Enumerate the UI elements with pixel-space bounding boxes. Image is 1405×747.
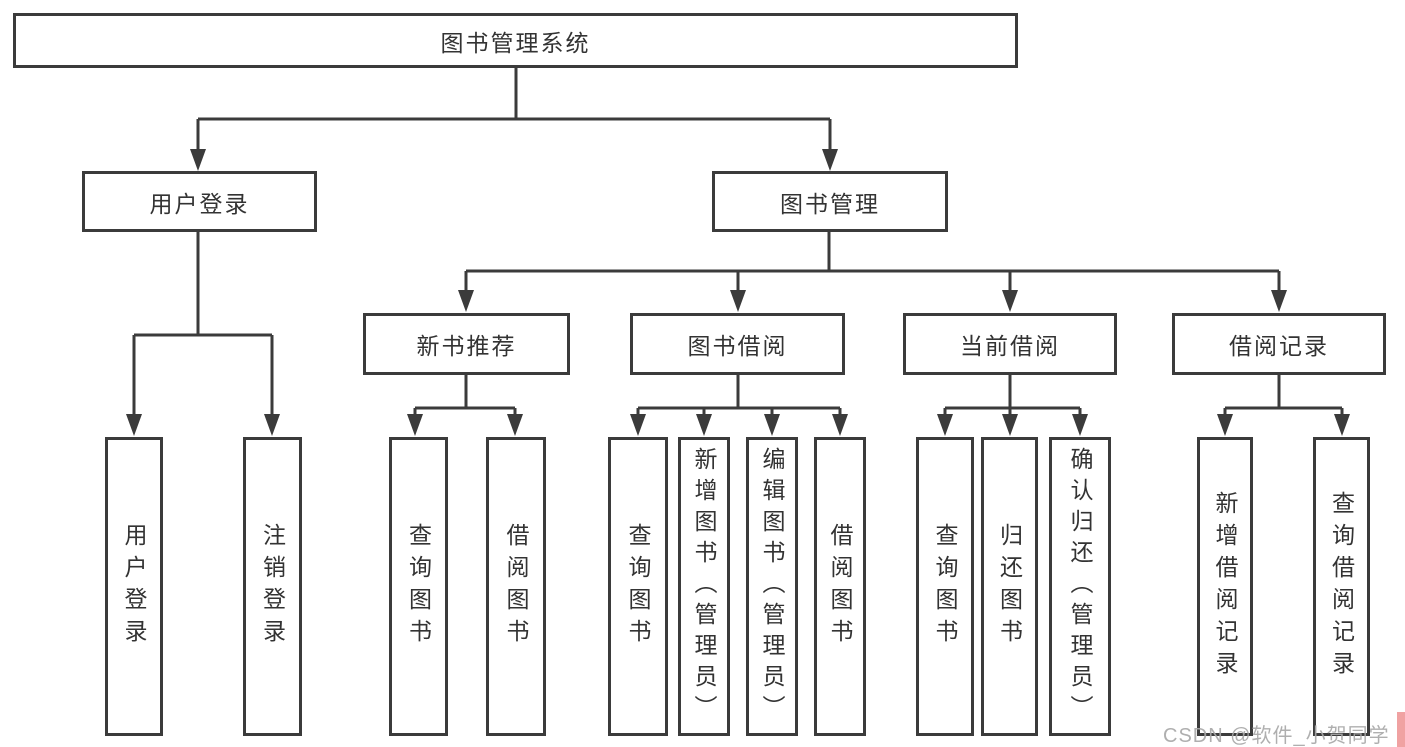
leaf-borrow-books-recommend: 借阅图书 [486,437,546,736]
node-book-management: 图书管理 [712,171,948,232]
leaf-user-login: 用户登录 [105,437,163,736]
node-current-borrowing: 当前借阅 [903,313,1117,375]
leaf-label: 查询图书 [625,522,651,651]
leaf-label: 归还图书 [996,522,1023,651]
leaf-label: 编辑图书（管理员） [759,447,785,726]
leaf-label: 查询图书 [405,522,432,651]
arrowheads [126,149,1350,436]
node-borrow-records: 借阅记录 [1172,313,1386,375]
node-library-system: 图书管理系统 [13,13,1018,68]
leaf-label: 新增借阅记录 [1212,490,1238,683]
leaf-label: 借阅图书 [827,522,853,651]
leaf-label: 查询借阅记录 [1328,490,1355,683]
leaf-label: 借阅图书 [503,522,529,651]
leaf-query-books-recommend: 查询图书 [389,437,448,736]
leaf-label: 用户登录 [121,522,147,651]
leaf-query-books-current: 查询图书 [916,437,974,736]
node-user-login: 用户登录 [82,171,317,232]
csdn-watermark-edge-strip [1397,712,1405,747]
leaf-borrow-book: 借阅图书 [814,437,866,736]
csdn-watermark: CSDN @软件_小贺同学 [1163,725,1390,747]
leaf-logout: 注销登录 [243,437,302,736]
leaf-label: 确认归还（管理员） [1067,447,1093,726]
leaf-label: 查询图书 [932,522,958,651]
leaf-confirm-return-admin: 确认归还（管理员） [1049,437,1111,736]
leaf-query-borrow-record: 查询借阅记录 [1313,437,1370,736]
connector-path [132,68,1344,419]
node-new-book-recommend: 新书推荐 [363,313,570,375]
leaf-label: 新增图书（管理员） [691,447,717,726]
leaf-add-borrow-record: 新增借阅记录 [1197,437,1253,736]
leaf-query-books-borrow: 查询图书 [608,437,668,736]
leaf-label: 注销登录 [259,522,286,651]
node-book-borrowing: 图书借阅 [630,313,845,375]
leaf-return-books: 归还图书 [981,437,1038,736]
leaf-add-book-admin: 新增图书（管理员） [678,437,730,736]
leaf-edit-book-admin: 编辑图书（管理员） [746,437,798,736]
